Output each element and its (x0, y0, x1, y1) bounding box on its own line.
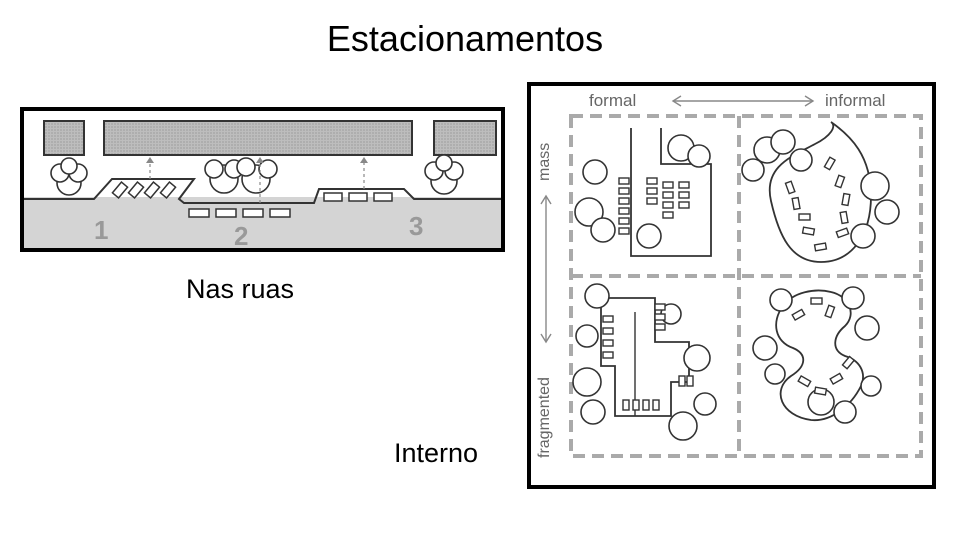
street-marker-3: 3 (409, 211, 423, 241)
street-parking-diagram: 1 2 3 (20, 107, 505, 252)
tree-icon (204, 157, 278, 194)
building-block (43, 120, 85, 156)
tree-icon (424, 154, 464, 195)
informal-label: informal (825, 91, 885, 110)
street-parking-sketch: 1 2 3 (24, 120, 501, 248)
internal-parking-sketch: formal informal mass fragmented (536, 91, 923, 458)
tree-icon (50, 157, 88, 196)
formal-mass-lot (574, 128, 712, 257)
mass-fragmented-arrow (540, 194, 552, 344)
curb-line (24, 178, 501, 204)
mass-label: mass (536, 143, 553, 181)
street-ground (24, 197, 501, 248)
formal-label: formal (589, 91, 636, 110)
street-marker-2: 2 (234, 221, 248, 248)
parallel-parking-stalls (188, 192, 393, 218)
informal-mass-lot (741, 121, 900, 263)
formal-informal-arrow (671, 95, 815, 107)
slide-title: Estacionamentos (326, 18, 604, 59)
internal-parking-diagram: formal informal mass fragmented (527, 82, 936, 489)
angled-parking-stalls (111, 181, 177, 199)
internal-parking-caption: Interno (394, 438, 479, 468)
formal-fragmented-lot (572, 283, 717, 441)
fragmented-label: fragmented (536, 377, 553, 458)
quadrant-grid (569, 114, 923, 458)
street-parking-caption: Nas ruas (186, 274, 295, 304)
arrow-head-icon (146, 157, 368, 163)
access-arrow (149, 159, 365, 203)
informal-fragmented-lot (752, 286, 882, 424)
building-block (103, 120, 413, 156)
building-block (433, 120, 497, 156)
street-marker-1: 1 (94, 215, 108, 245)
